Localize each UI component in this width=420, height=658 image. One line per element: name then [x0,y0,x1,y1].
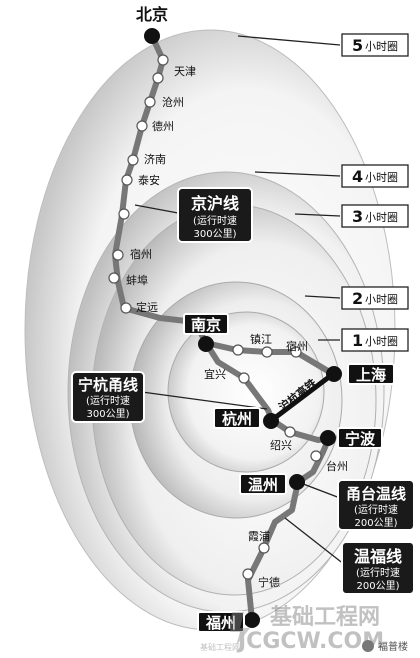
svg-text:甬台温线: 甬台温线 [346,485,406,503]
svg-text:JCGCW.COM: JCGCW.COM [236,629,384,654]
svg-text:(运行时速: (运行时速 [356,566,400,579]
shanghai-dot [326,366,342,382]
beijing-dot [144,28,160,44]
svg-text:200公里): 200公里) [357,580,400,592]
station-cangzhou: 沧州 [162,95,184,109]
svg-text:福州: 福州 [205,614,236,632]
svg-text:京沪线: 京沪线 [191,194,239,213]
ningbo-dot [320,430,336,446]
station-dots [108,54,322,580]
ring-label-3h: 3 小时圈 [341,204,409,228]
station-bengbu: 蚌埠 [126,273,148,287]
svg-text:小时圈: 小时圈 [365,40,398,53]
station-dezhou: 德州 [152,119,174,133]
label-shanghai: 上海 [347,363,395,385]
station-taizhou: 台州 [326,459,348,473]
svg-text:3: 3 [352,207,363,226]
svg-text:小时圈: 小时圈 [365,211,398,224]
svg-text:(运行时速: (运行时速 [86,394,130,407]
svg-text:宁杭甬线: 宁杭甬线 [78,376,138,394]
line-box-wenfu: 温福线 (运行时速 200公里) [341,541,415,595]
station-jinan: 济南 [144,152,166,166]
watermark: 基础工程网 JCGCW.COM 基础工程网 [200,605,384,654]
svg-text:杭州: 杭州 [222,410,252,428]
station-tianjin: 天津 [174,65,196,78]
svg-text:4: 4 [352,167,363,186]
label-hangzhou: 杭州 [213,407,261,429]
huhang-line [270,372,335,422]
svg-text:(运行时速: (运行时速 [193,214,237,227]
svg-text:小时圈: 小时圈 [365,293,398,306]
svg-text:南京: 南京 [191,316,221,334]
wechat-icon [362,640,374,652]
major-city-dots [144,28,342,628]
watermark-logo-icon [230,612,250,646]
svg-text:北京: 北京 [136,5,168,24]
svg-text:1: 1 [352,331,363,350]
svg-text:温福线: 温福线 [353,547,402,566]
svg-text:温州: 温州 [248,476,278,494]
svg-text:基础工程网: 基础工程网 [270,605,380,630]
svg-text:福普楼: 福普楼 [378,640,408,653]
svg-text:小时圈: 小时圈 [365,171,398,184]
svg-text:2: 2 [352,289,363,308]
ring-label-1h: 1 小时圈 [341,328,409,352]
svg-text:300公里): 300公里) [194,228,237,240]
ring-label-2h: 2 小时圈 [341,286,409,310]
ring-label-5h: 5 小时圈 [341,33,409,57]
account-badge: 福普楼 [362,640,408,653]
svg-text:(运行时速: (运行时速 [354,503,398,516]
station-xiapu: 霞浦 [248,530,270,543]
wenfu-line [245,481,301,621]
station-zhenjiang: 镇江 [250,332,272,346]
ring-label-4h: 4 小时圈 [341,164,409,188]
station-suzhou-north: 宿州 [130,247,152,261]
line-box-yongtaiwen: 甬台温线 (运行时速 200公里) [337,479,415,531]
station-suzhou: 宿州 [286,339,308,353]
svg-text:上海: 上海 [356,366,386,384]
label-wenzhou: 温州 [239,473,287,495]
svg-text:小时圈: 小时圈 [365,335,398,348]
label-nanjing: 南京 [183,313,229,335]
wenzhou-dot [289,474,305,490]
nanjing-dot [198,336,214,352]
svg-text:5: 5 [352,36,363,55]
line-box-ninghangyong: 宁杭甬线 (运行时速 300公里) [71,371,145,423]
svg-text:基础工程网: 基础工程网 [200,642,240,652]
station-taian: 泰安 [138,173,160,187]
station-ningde: 宁德 [258,575,280,589]
label-fuzhou: 福州 [197,611,245,633]
svg-text:300公里): 300公里) [87,408,130,420]
leader-lines [134,35,346,566]
fuzhou-dot [244,612,260,628]
station-dingyuan: 定远 [136,300,158,314]
svg-text:200公里): 200公里) [355,517,398,529]
station-shaoxing: 绍兴 [270,438,292,452]
svg-text:宁波: 宁波 [345,430,376,448]
hangzhou-dot [263,413,279,429]
station-yixing: 宜兴 [204,367,226,381]
label-beijing: 北京 [130,4,174,24]
line-box-jinghu: 京沪线 (运行时速 300公里) [177,187,253,243]
label-ningbo: 宁波 [337,427,383,449]
